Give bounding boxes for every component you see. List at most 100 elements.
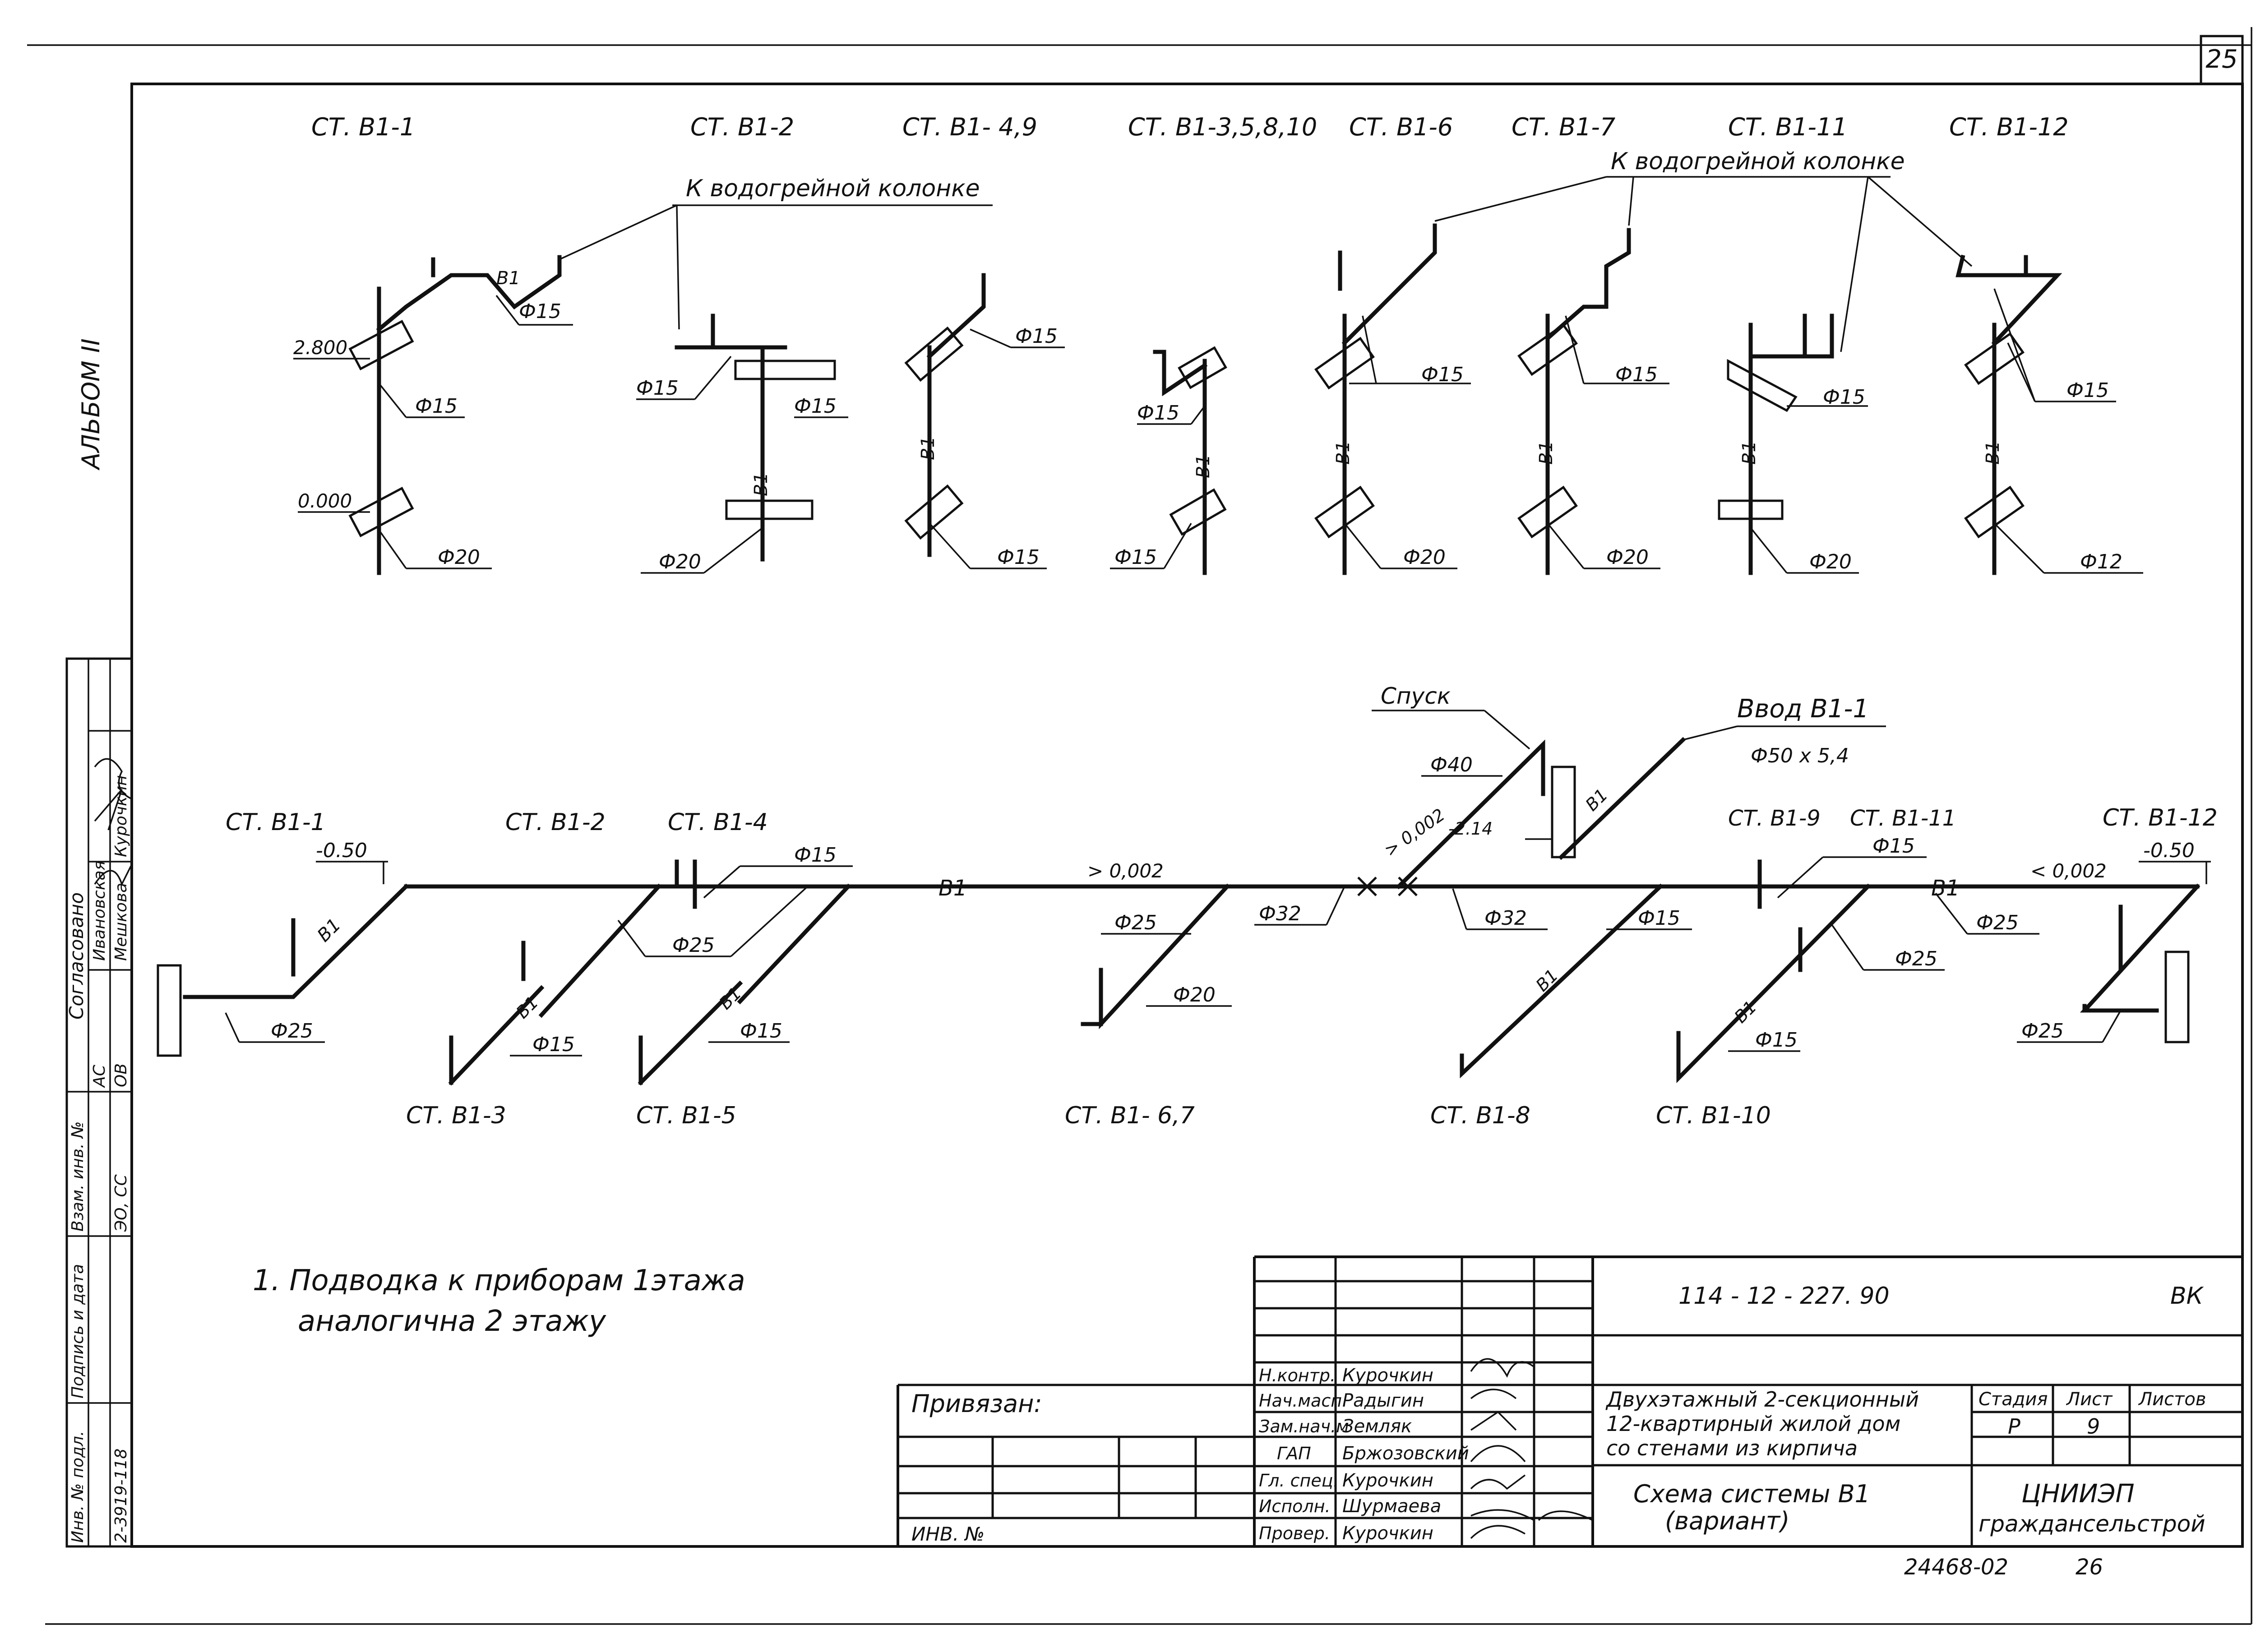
signatures — [1470, 1358, 1593, 1539]
riser-4-line: В1 — [1193, 454, 1214, 478]
stamp-name-1: Ивановская — [90, 861, 109, 961]
riser-2-pipe-lower: Ф20 — [659, 550, 701, 573]
main-riser-5: СТ. В1-5 — [636, 1102, 736, 1129]
slope-2: < 0,002 — [2030, 860, 2107, 882]
riser-6-line: В1 — [1536, 441, 1557, 465]
main-riser-12: СТ. В1-12 — [2103, 804, 2218, 831]
riser-scheme-6: В1 Ф15 Ф20 — [1517, 228, 1669, 575]
stamp-dept-2: ОВ — [112, 1063, 130, 1087]
descent-label: Спуск — [1381, 683, 1451, 709]
inv-swap-label: Взам. инв. № — [69, 1121, 87, 1232]
riser-label-6: СТ. В1-7 — [1512, 113, 1615, 141]
riser-7-pipe-lower: Ф20 — [1809, 550, 1852, 573]
main-riser-9: СТ. В1-9 — [1728, 806, 1821, 831]
riser-scheme-7: В1 Ф15 Ф20 — [1718, 314, 1868, 575]
sheets-header: Листов — [2138, 1389, 2206, 1410]
riser-label-2: СТ. В1-2 — [690, 113, 794, 141]
project-line-2: 12-квартирный жилой дом — [1606, 1412, 1900, 1436]
sheet-value: 9 — [2087, 1414, 2100, 1439]
stamp-dept-3: ЭО, СС — [112, 1174, 130, 1232]
riser-scheme-5: В1 Ф15 Ф20 — [1314, 223, 1471, 575]
role-name-2: Радыгин — [1342, 1390, 1424, 1411]
riser-scheme-4: В1 Ф15 Ф15 — [1110, 346, 1227, 575]
role-5: Гл. спец. — [1259, 1471, 1339, 1490]
main-riser-11: СТ. В1-11 — [1850, 806, 1956, 831]
riser-label-3: СТ. В1- 4,9 — [902, 113, 1037, 141]
pipe-p25-b: Ф25 — [672, 934, 715, 957]
sheet-header: Лист — [2066, 1389, 2113, 1410]
inlet-pipe-label: Ф50 x 5,4 — [1751, 744, 1849, 767]
pipe-p32-a: Ф32 — [1259, 902, 1301, 925]
riser-scheme-3: В1 Ф15 Ф15 — [904, 273, 1065, 569]
riser-label-5: СТ. В1-6 — [1349, 113, 1453, 141]
note-line-2: аналогична 2 этажу — [298, 1305, 606, 1338]
riser-8-pipe-lower: Ф12 — [2080, 550, 2122, 573]
pipe-p15-b: Ф15 — [532, 1033, 575, 1056]
role-name-5: Курочкин — [1342, 1470, 1433, 1491]
riser-label-1: СТ. В1-1 — [311, 113, 415, 141]
pipe-p32-b: Ф32 — [1484, 907, 1527, 930]
role-2: Нач.масп. — [1259, 1391, 1347, 1411]
stamp-name-2: Мешкова — [112, 883, 130, 961]
riser-5-line: В1 — [1333, 441, 1354, 465]
inv-orig-label: Инв. № подл. — [69, 1431, 87, 1543]
riser-scheme-2: В1 Ф15 Ф15 Ф20 — [636, 314, 848, 574]
riser-1-pipe-mid: Ф15 — [415, 395, 458, 418]
riser-2-line: В1 — [751, 472, 772, 496]
pipe-p15-c: Ф15 — [740, 1020, 782, 1043]
main-line-label-right: В1 — [1931, 876, 1960, 901]
wall-right — [2164, 951, 2190, 1043]
main-riser-6-7: СТ. В1- 6,7 — [1065, 1102, 1195, 1129]
bound-to-label: Привязан: — [911, 1389, 1042, 1418]
branch-3-line: В1 — [512, 992, 542, 1023]
main-riser-4: СТ. В1-4 — [668, 809, 768, 836]
riser-5-pipe-upper: Ф15 — [1421, 363, 1464, 386]
project-line-3: со стенами из кирпича — [1606, 1436, 1858, 1460]
riser-1-line: В1 — [496, 268, 520, 289]
role-3: Зам.нач.м — [1259, 1417, 1349, 1436]
elev-right-main: -0.50 — [2143, 839, 2195, 862]
stamp-name-3: Курочкин — [112, 775, 130, 857]
riser-scheme-1: 2.800 0.000 В1 Ф15 Ф15 Ф20 — [293, 255, 573, 575]
role-6: Исполн. — [1259, 1496, 1331, 1516]
riser-scheme-8: В1 Ф15 Ф12 — [1956, 254, 2143, 575]
slope-1: > 0,002 — [1087, 860, 1164, 882]
drawing-code: 114 - 12 - 227. 90 — [1678, 1283, 1890, 1310]
elev-upper: 2.800 — [293, 337, 347, 359]
heater-note-right: К водогрейной колонке — [1611, 148, 1905, 175]
left-stamp: Согласовано АС Ивановская ОВ Мешкова ЭО,… — [65, 657, 133, 1548]
stage-value: Р — [2008, 1414, 2020, 1439]
inlet-label: Ввод В1-1 — [1737, 694, 1869, 724]
agreed-label: Согласовано — [65, 892, 88, 1020]
footer-num: 26 — [2076, 1555, 2103, 1580]
riser-6-pipe-upper: Ф15 — [1615, 363, 1658, 386]
sheet-number-box: 25 — [2200, 35, 2244, 85]
role-name-7: Курочкин — [1342, 1523, 1433, 1544]
role-4: ГАП — [1277, 1444, 1311, 1463]
elev-left-main: -0.50 — [316, 839, 367, 862]
riser-label-8: СТ. В1-12 — [1949, 113, 2069, 141]
drawing-title-2: (вариант) — [1665, 1507, 1789, 1535]
album-label: АЛЬБОМ II — [77, 338, 105, 471]
role-name-6: Шурмаева — [1342, 1496, 1441, 1517]
drawing-title-1: Схема системы В1 — [1633, 1480, 1870, 1508]
main-line-label: В1 — [938, 876, 967, 901]
upper-risers: СТ. В1-1 СТ. В1-2 СТ. В1- 4,9 СТ. В1-3,5… — [293, 113, 2143, 575]
inv-orig-value: 2-3919-118 — [112, 1449, 130, 1543]
riser-6-pipe-lower: Ф20 — [1606, 546, 1649, 569]
elev-descent: -2.14 — [1448, 819, 1493, 839]
elev-lower: 0.000 — [298, 490, 352, 512]
riser-3-pipe-upper: Ф15 — [1015, 325, 1058, 348]
section-code: ВК — [2170, 1283, 2204, 1310]
role-name-4: Бржозовский — [1342, 1443, 1469, 1464]
pipe-p15-e: Ф15 — [1872, 835, 1915, 858]
pipe-p25-c: Ф25 — [1114, 911, 1157, 934]
footer-code: 24468-02 — [1904, 1555, 2008, 1580]
descent-pipe: Ф40 — [1430, 753, 1473, 776]
wall-left — [157, 964, 182, 1057]
branch-5-line: В1 — [715, 983, 745, 1014]
role-name-1: Курочкин — [1342, 1365, 1433, 1386]
pipe-p15-d: Ф15 — [1638, 907, 1680, 930]
heater-note-left: К водогрейной колонке — [686, 175, 980, 202]
